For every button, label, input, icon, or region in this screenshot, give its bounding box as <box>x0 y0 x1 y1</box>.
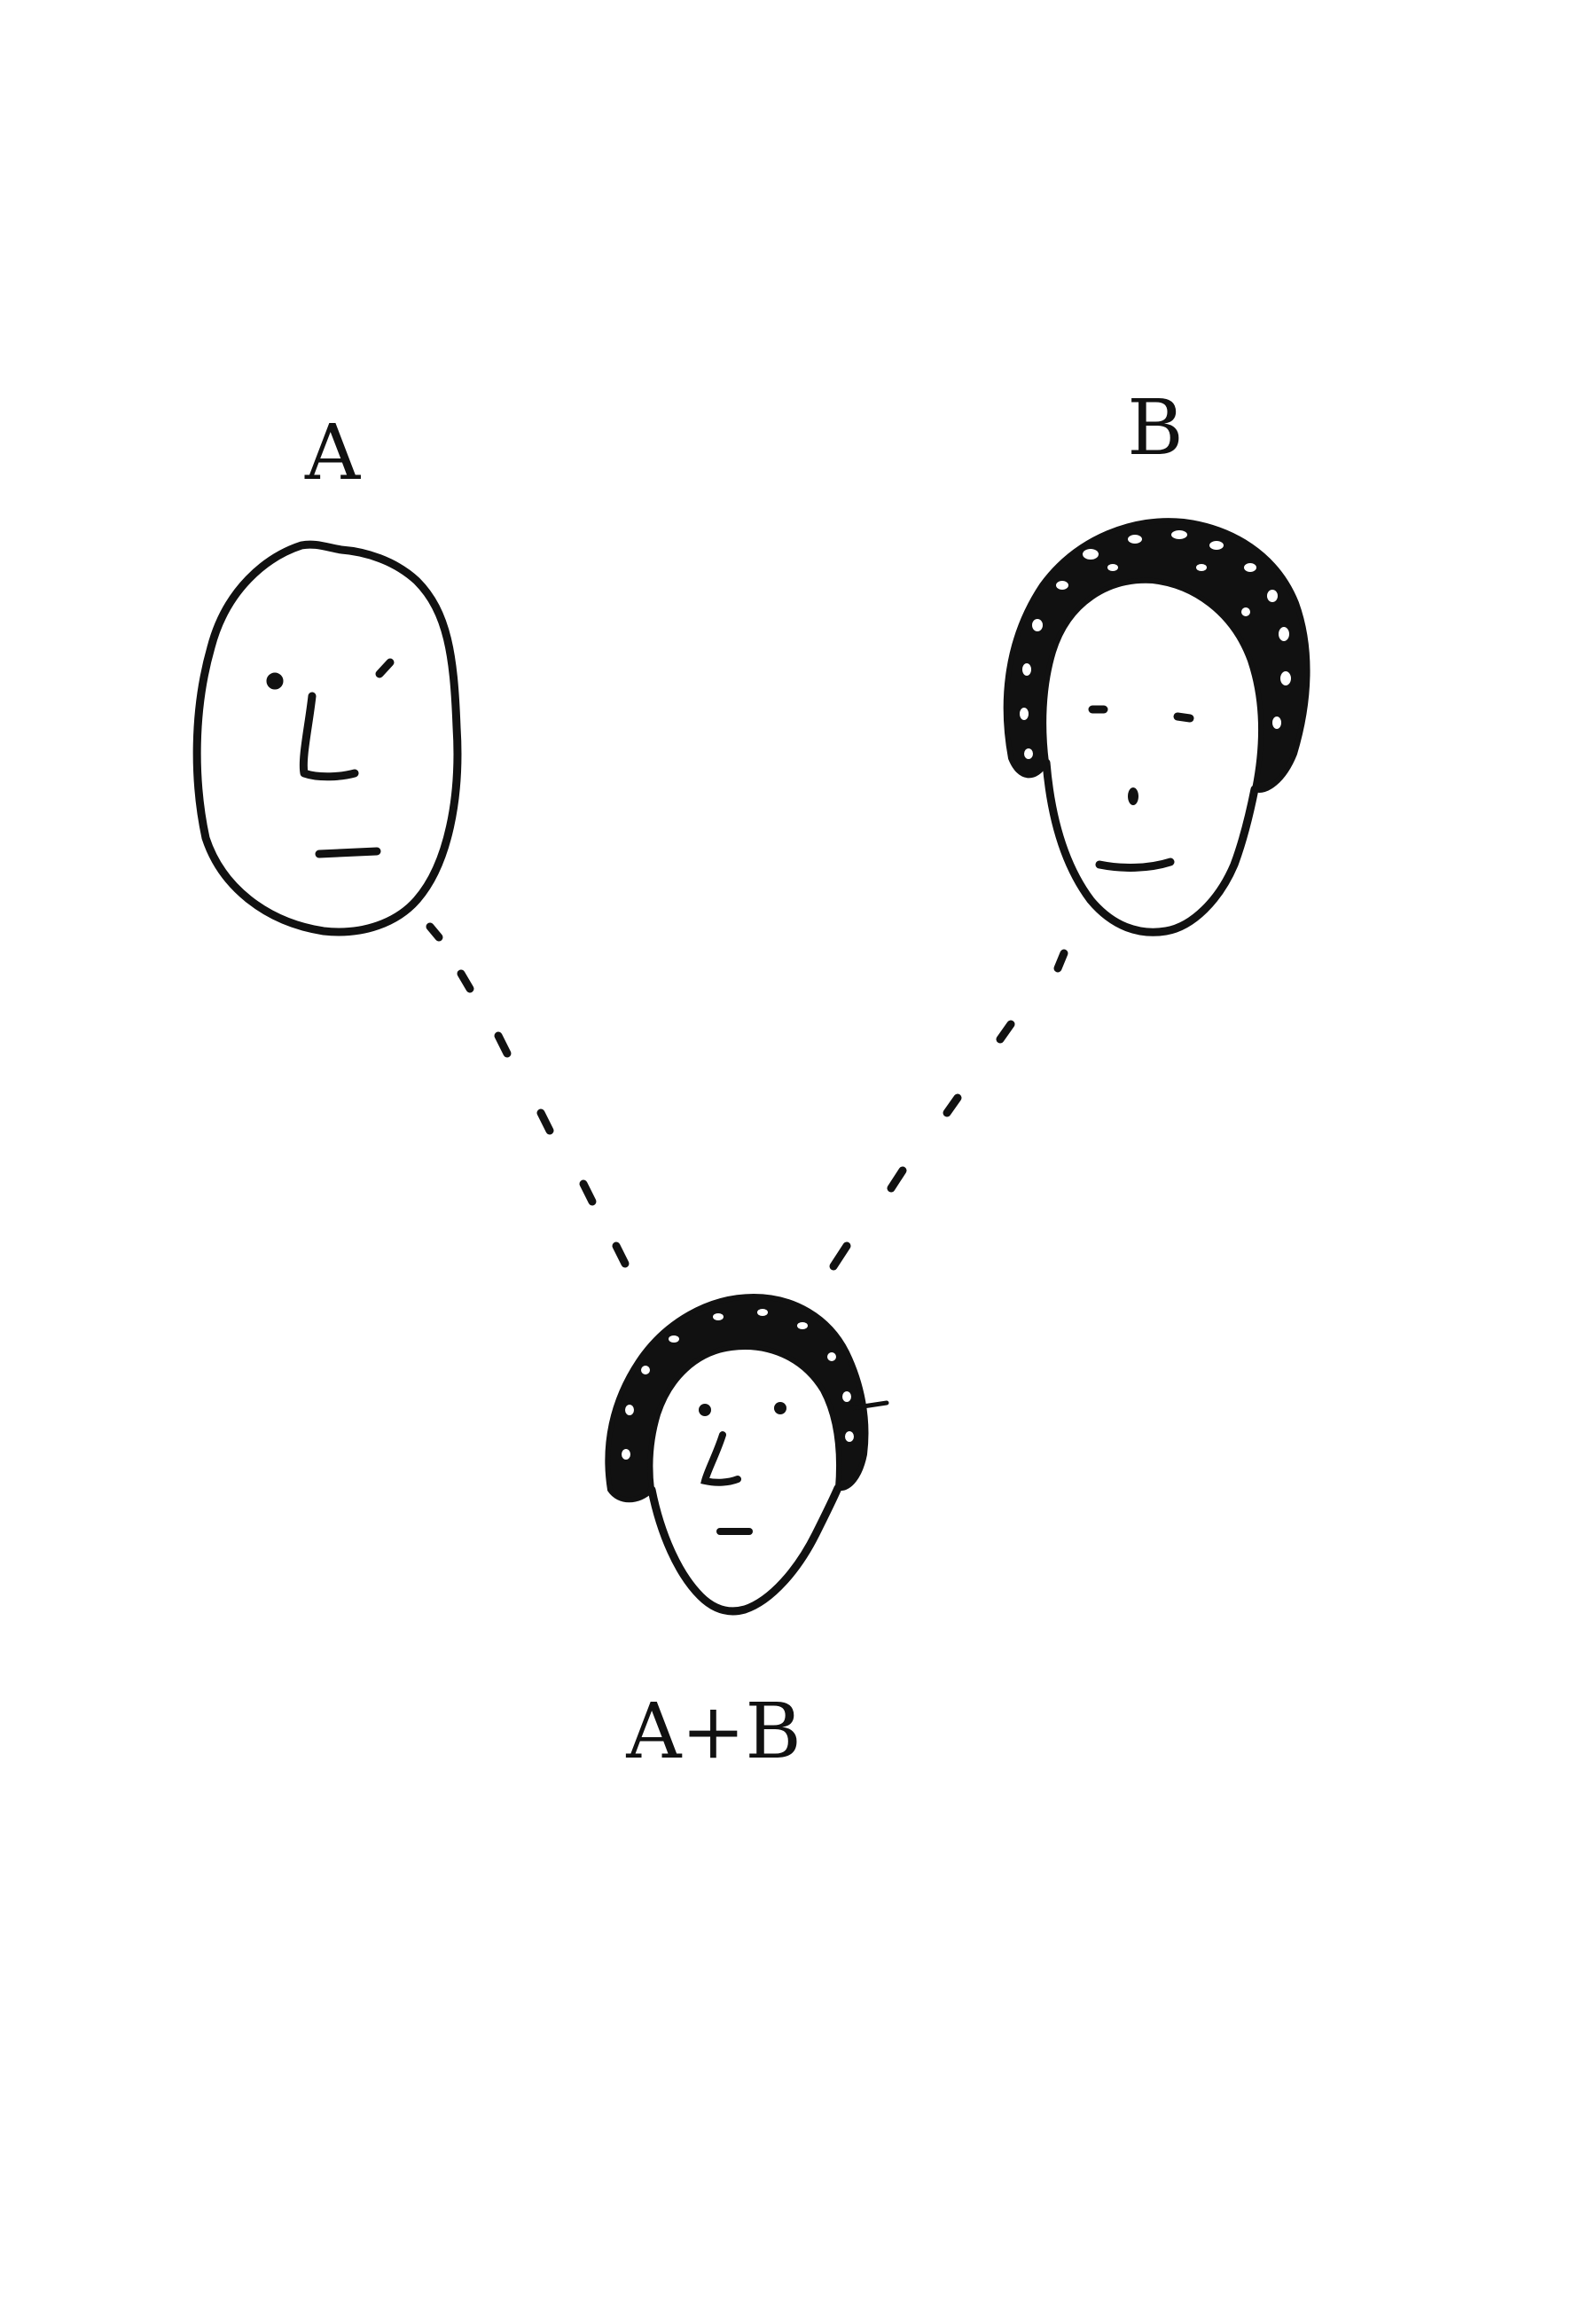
face-a-outline <box>192 540 462 936</box>
face-a-right-eye <box>375 658 395 678</box>
face-a-mouth <box>315 847 381 858</box>
connector-b-to-child <box>829 949 1068 1271</box>
face-b-right-eye <box>1173 712 1194 723</box>
face-a <box>192 540 462 936</box>
face-a-left-eye <box>266 672 284 690</box>
connector-a-to-child <box>426 922 630 1268</box>
face-child <box>605 1294 889 1616</box>
face-child-right-eye <box>774 1402 786 1414</box>
face-b-mouth <box>1095 858 1175 872</box>
label-child: A+B <box>626 1688 802 1776</box>
face-child-outline <box>647 1484 842 1616</box>
face-a-nose <box>299 692 359 781</box>
face-b-nose <box>1128 787 1138 805</box>
face-b-outline <box>1042 758 1259 936</box>
face-b <box>1003 518 1310 936</box>
label-parent-a: A <box>304 409 361 497</box>
face-b-hair <box>1003 518 1310 793</box>
face-child-hair <box>605 1294 869 1503</box>
label-parent-b: B <box>1127 384 1184 473</box>
face-child-hair-curls <box>622 1309 854 1460</box>
face-child-left-eye <box>699 1404 711 1416</box>
face-b-hair-curls <box>1020 530 1291 759</box>
face-child-nose <box>700 1431 741 1486</box>
face-child-hair-tick <box>849 1400 889 1411</box>
